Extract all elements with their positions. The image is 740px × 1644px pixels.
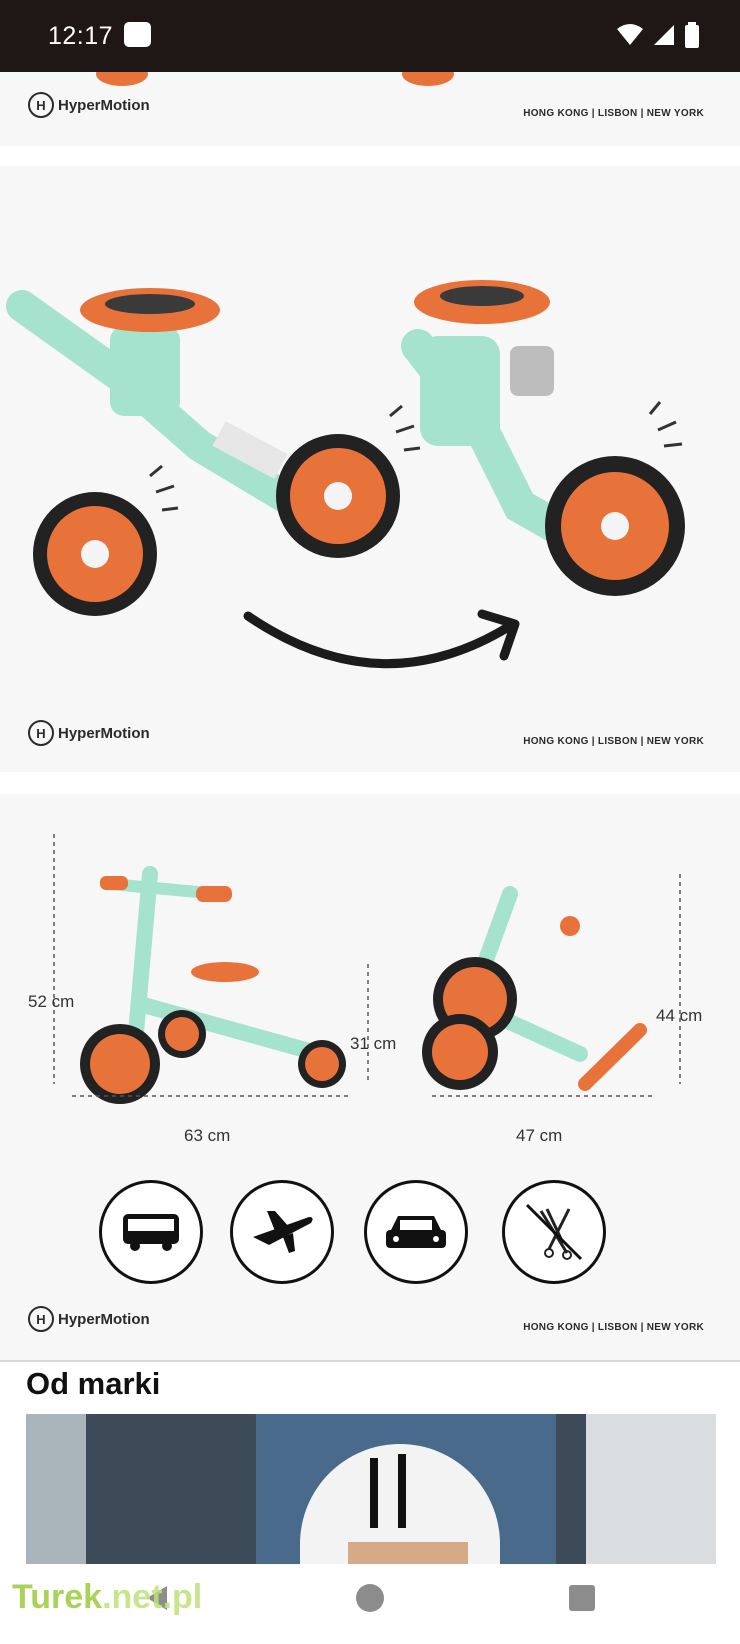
tricycle-wheels-partial <box>96 72 454 86</box>
dimension-length-tricycle: 63 cm <box>184 1126 231 1145</box>
watermark-main: Turek <box>12 1578 103 1616</box>
brand-photo <box>26 1414 716 1564</box>
cities-text: HONG KONG | LISBON | NEW YORK <box>523 736 704 747</box>
logo-mark-icon: H <box>28 720 54 746</box>
section-title: Od marki <box>26 1366 161 1401</box>
balance-bike-conversion-illustration <box>6 280 685 669</box>
notification-icon <box>124 22 151 47</box>
back-icon[interactable] <box>143 1584 171 1612</box>
helmet-stripe <box>398 1454 406 1528</box>
recents-icon[interactable] <box>568 1584 596 1612</box>
helmet-stripe <box>370 1458 378 1528</box>
watermark: Turek.net.pl <box>12 1578 202 1617</box>
section-divider <box>0 1360 740 1362</box>
no-stroller-icon <box>502 1180 606 1284</box>
logo-mark-icon: H <box>28 1306 54 1332</box>
navigation-bar <box>0 1564 740 1644</box>
logo-text: HyperMotion <box>58 1310 150 1328</box>
dimension-height-folded: 44 cm <box>656 1006 703 1025</box>
signal-icon <box>654 25 674 45</box>
airplane-icon <box>230 1180 334 1284</box>
dimensions-illustration <box>53 834 681 1104</box>
dimension-length-folded: 47 cm <box>516 1126 563 1145</box>
dimension-seat-height: 31 cm <box>350 1034 397 1053</box>
wifi-icon <box>617 24 643 45</box>
bus-icon <box>99 1180 203 1284</box>
face-image <box>348 1542 468 1564</box>
status-bar: 12:17 <box>0 0 740 72</box>
status-time: 12:17 <box>48 22 114 50</box>
photo-background <box>586 1414 716 1564</box>
battery-icon <box>685 22 699 48</box>
logo-text: HyperMotion <box>58 724 150 742</box>
cities-text: HONG KONG | LISBON | NEW YORK <box>523 108 704 119</box>
status-icons <box>616 22 700 48</box>
cities-text: HONG KONG | LISBON | NEW YORK <box>523 1322 704 1333</box>
car-icon <box>364 1180 468 1284</box>
home-icon[interactable] <box>355 1583 385 1613</box>
photo-background <box>26 1414 86 1564</box>
logo-mark-icon: H <box>28 92 54 118</box>
logo-text: HyperMotion <box>58 96 150 114</box>
dimension-height-tricycle: 52 cm <box>28 992 75 1011</box>
watermark-rest: .net.pl <box>102 1578 203 1616</box>
